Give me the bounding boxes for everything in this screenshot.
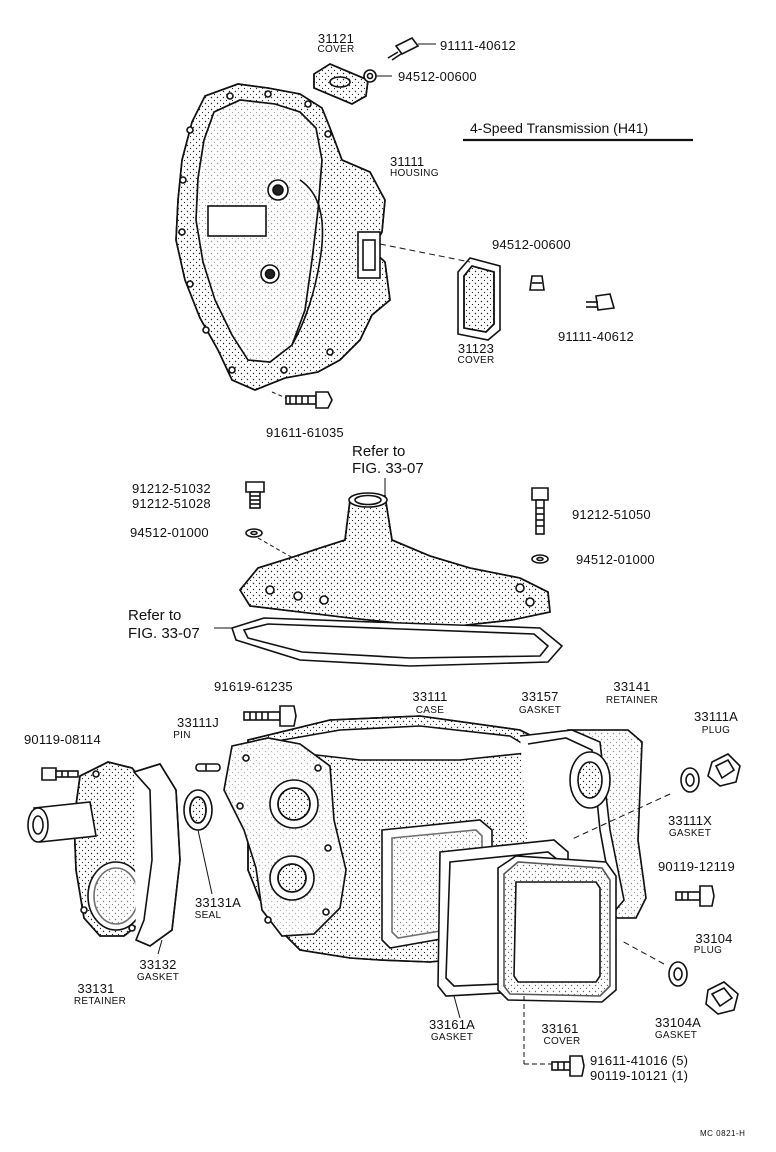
label-31111: 31111 [390, 154, 425, 169]
label-31123: 31123 [457, 341, 495, 356]
cover-31123 [379, 243, 501, 341]
cover-33161 [497, 855, 617, 1065]
shift-cover-assembly [239, 492, 551, 629]
nut-94512-00600-mid [529, 275, 545, 291]
label-90119-08114: 90119-08114 [24, 732, 101, 747]
label-33111j-name: PIN [173, 730, 191, 741]
bolt-91212-51050 [531, 487, 549, 535]
label-91212-51032: 91212-51032 [132, 481, 211, 496]
bolt-90119-08114 [41, 767, 79, 781]
bolt-91212-51032 [245, 481, 265, 509]
nut-94512-00600-top [363, 69, 392, 83]
label-91212-51050: 91212-51050 [572, 507, 651, 522]
label-33131a: 33131A [194, 895, 242, 910]
label-33161a-name: GASKET [430, 1032, 474, 1043]
washer-94512-01000-right [531, 554, 549, 564]
clutch-housing-31111 [175, 83, 391, 391]
bolt-91111-40612-mid [586, 293, 616, 311]
label-33157: 33157 [521, 689, 559, 704]
label-33161a: 33161A [428, 1017, 476, 1032]
refer-upper-line1: Refer to [352, 443, 406, 460]
refer-lower-line2: FIG. 33-07 [128, 625, 200, 642]
label-33161: 33161 [541, 1021, 579, 1036]
plug-33104 [705, 981, 739, 1015]
label-33132: 33132 [139, 957, 177, 972]
label-91111-40612-top: 91111-40612 [440, 38, 516, 53]
label-33131a-name: SEAL [194, 910, 222, 921]
figure-code: MC 0821-H [700, 1129, 746, 1138]
seal-33131a [183, 789, 213, 895]
case-front-plate [223, 737, 347, 937]
label-94512-01000-right: 94512-01000 [576, 552, 655, 567]
label-94512-00600-top: 94512-00600 [398, 69, 477, 84]
bolt-91611-41016 [551, 1055, 585, 1077]
label-33161-name: COVER [543, 1036, 581, 1047]
top-cover-gasket [214, 617, 564, 667]
label-91619-61235: 91619-61235 [214, 679, 293, 694]
label-33141-name: RETAINER [605, 695, 659, 706]
refer-lower-line1: Refer to [128, 607, 182, 624]
label-33141: 33141 [613, 679, 651, 694]
label-94512-01000-left: 94512-01000 [130, 525, 209, 540]
label-31123-name: COVER [457, 355, 495, 366]
retainer-33131 [27, 761, 153, 937]
label-33111a: 33111A [693, 709, 739, 724]
label-31121-name: COVER [317, 44, 355, 55]
cover-31121 [313, 63, 369, 105]
label-33111-name: CASE [415, 705, 445, 716]
label-33111x: 33111X [667, 813, 713, 828]
label-33104-name: PLUG [693, 945, 723, 956]
label-33104a: 33104A [654, 1015, 702, 1030]
gasket-33104a [619, 939, 688, 987]
pin-33111j [195, 763, 221, 772]
bolt-91619-61235 [243, 705, 297, 727]
label-91111-40612-mid: 91111-40612 [558, 329, 634, 344]
label-33111: 33111 [412, 689, 448, 704]
label-33131: 33131 [77, 981, 115, 996]
label-90119-10121: 90119-10121 (1) [590, 1068, 689, 1083]
label-31121: 31121 [317, 31, 355, 46]
label-33111j: 33111J [177, 715, 219, 730]
label-91611-61035: 91611-61035 [266, 425, 344, 440]
label-91611-41016: 91611-41016 (5) [590, 1053, 689, 1068]
label-33131-name: RETAINER [73, 996, 127, 1007]
label-33104: 33104 [695, 931, 733, 946]
refer-upper-line2: FIG. 33-07 [352, 460, 424, 477]
label-33111a-name: PLUG [701, 725, 731, 736]
label-33104a-name: GASKET [654, 1030, 698, 1041]
gasket-33111x [569, 767, 700, 841]
label-33157-name: GASKET [518, 705, 562, 716]
bolt-91111-40612-top [387, 36, 436, 61]
label-91212-51028: 91212-51028 [132, 496, 211, 511]
label-94512-00600-mid: 94512-00600 [492, 237, 571, 252]
bolt-91611-61035 [271, 391, 333, 409]
washer-94512-01000-left [245, 528, 301, 563]
bolt-90119-12119 [675, 885, 715, 907]
label-33132-name: GASKET [136, 972, 180, 983]
diagram-title: 4-Speed Transmission (H41) [470, 120, 649, 136]
label-31111-name: HOUSING [390, 168, 439, 179]
label-90119-12119: 90119-12119 [658, 859, 735, 874]
label-33111x-name: GASKET [668, 828, 712, 839]
gasket-33132 [132, 763, 181, 955]
plug-33111a [707, 753, 741, 787]
